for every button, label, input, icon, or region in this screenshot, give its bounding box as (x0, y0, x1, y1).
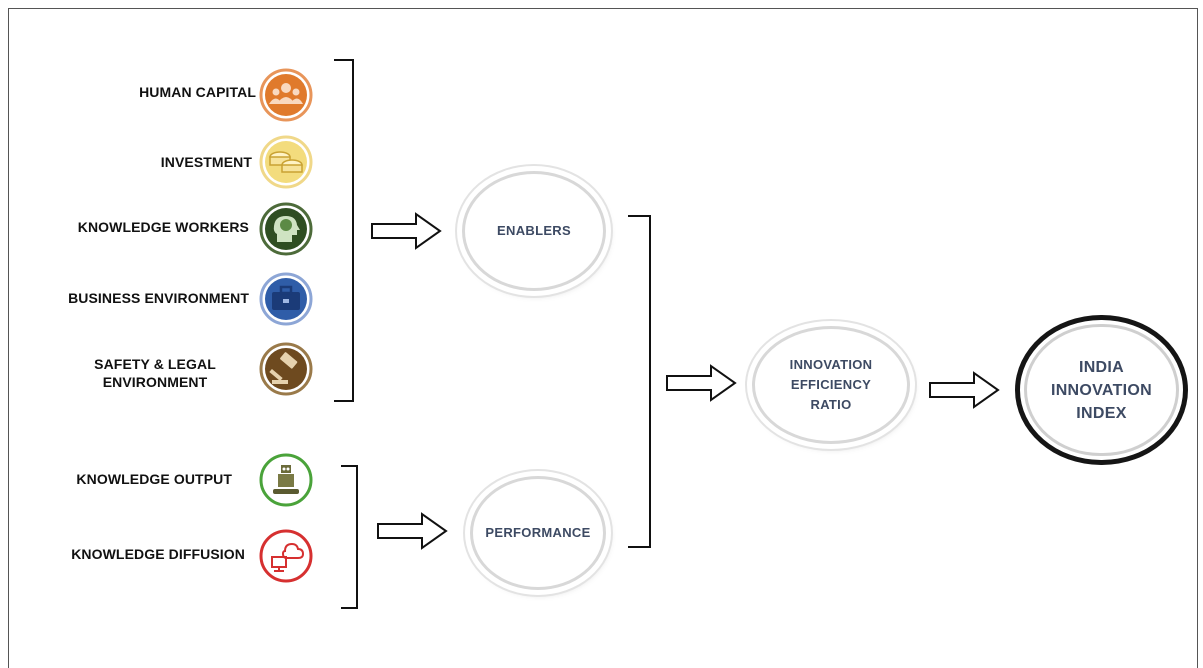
india-innovation-index-node: INDIA INNOVATION INDEX (1015, 315, 1188, 465)
performance-node: PERFORMANCE (470, 476, 606, 590)
arrow-to-enablers (371, 212, 442, 250)
index-line1: INDIA (1078, 358, 1125, 376)
index-line3: INDEX (1076, 404, 1127, 422)
diagram-frame (8, 8, 1198, 668)
index-line2: INNOVATION (1050, 381, 1153, 399)
pillar-label-safety-legal-line2: ENVIRONMENT (102, 374, 208, 390)
arrow-to-performance (377, 512, 448, 550)
india-innovation-index-label: INDIA INNOVATION INDEX (1051, 356, 1152, 425)
ratio-line2: EFFICIENCY (790, 377, 872, 392)
pillar-label-human-capital: HUMAN CAPITAL (139, 84, 256, 100)
pillar-label-business-environment: BUSINESS ENVIRONMENT (68, 290, 249, 306)
arrow-to-ratio (666, 364, 737, 402)
gavel-icon (259, 342, 313, 396)
performance-bracket (341, 465, 358, 609)
briefcase-icon (259, 272, 313, 326)
cloud-computer-icon (259, 529, 313, 583)
innovation-efficiency-ratio-node: INNOVATION EFFICIENCY RATIO (752, 326, 910, 444)
people-group-icon (259, 68, 313, 122)
pillar-label-safety-legal-line1: SAFETY & LEGAL (94, 356, 216, 372)
coins-icon (259, 135, 313, 189)
enablers-node: ENABLERS (462, 171, 606, 291)
arrow-to-index (929, 371, 1000, 409)
pillar-label-investment: INVESTMENT (160, 154, 252, 170)
ratio-line1: INNOVATION (789, 357, 873, 372)
pillar-label-knowledge-output: KNOWLEDGE OUTPUT (76, 471, 232, 487)
india-innovation-index-inner-ring (1024, 324, 1179, 456)
ratio-line3: RATIO (810, 397, 852, 412)
pillar-label-knowledge-workers: KNOWLEDGE WORKERS (77, 219, 249, 235)
performance-node-label: PERFORMANCE (485, 525, 591, 540)
pillar-label-safety-legal: SAFETY & LEGAL ENVIRONMENT (70, 355, 240, 391)
enablers-node-label: ENABLERS (497, 223, 571, 238)
enablers-bracket (334, 59, 354, 402)
pillar-label-knowledge-diffusion: KNOWLEDGE DIFFUSION (71, 546, 245, 562)
nodes-bracket (628, 215, 651, 548)
brain-head-icon (259, 202, 313, 256)
robot-icon (259, 453, 313, 507)
innovation-efficiency-ratio-label: INNOVATION EFFICIENCY RATIO (790, 355, 873, 415)
